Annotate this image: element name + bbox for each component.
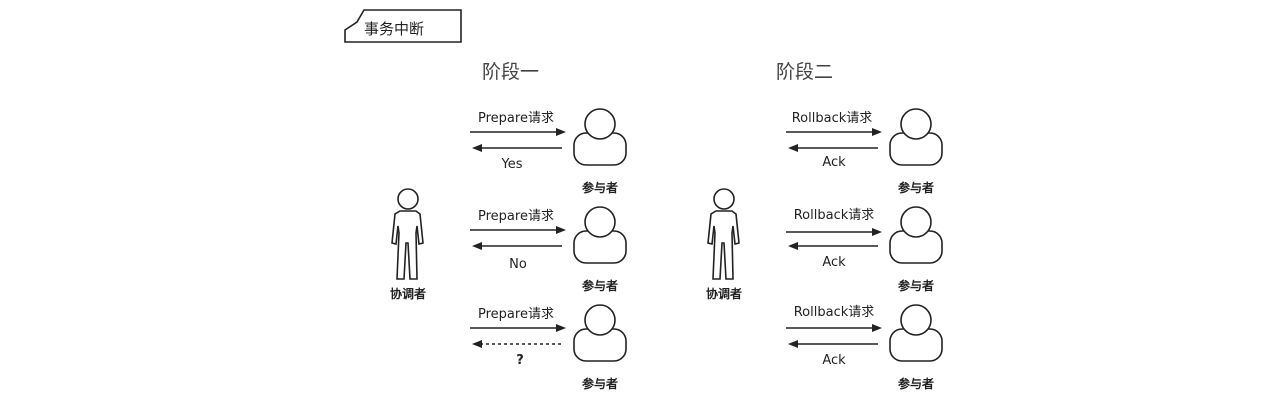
arrow-head-icon xyxy=(472,144,482,152)
response-label: ? xyxy=(516,353,524,368)
arrow-head-icon xyxy=(556,324,566,332)
participant-figure-icon xyxy=(573,108,627,166)
response-label: Ack xyxy=(822,155,846,170)
request-label: Rollback请求 xyxy=(794,208,875,223)
title-tab: 事务中断 xyxy=(344,9,462,43)
coordinator-figure-icon xyxy=(391,188,424,280)
participant-figure-icon xyxy=(573,304,627,362)
phase-two-label: 阶段二 xyxy=(776,61,833,83)
participant-figure-icon xyxy=(889,206,943,264)
coordinator-label: 协调者 xyxy=(706,286,742,301)
response-label: Yes xyxy=(501,157,523,172)
phase-one-coordinator: 协调者 xyxy=(390,188,426,301)
coordinator-label: 协调者 xyxy=(390,286,426,301)
participant-figure-icon xyxy=(889,304,943,362)
arrow-head-icon xyxy=(556,226,566,234)
phase-one-label: 阶段一 xyxy=(482,61,539,83)
response-label: Ack xyxy=(822,255,846,270)
phase-one-exchanges: Prepare请求 Yes 参与者 Prepare请求 No 参与者 Prepa… xyxy=(470,108,627,391)
participant-label: 参与者 xyxy=(898,376,934,391)
request-label: Prepare请求 xyxy=(478,111,554,126)
phase-two-coordinator: 协调者 xyxy=(706,188,742,301)
participant-label: 参与者 xyxy=(582,376,618,391)
response-label: No xyxy=(509,257,527,272)
request-label: Rollback请求 xyxy=(792,111,873,126)
diagram-title: 事务中断 xyxy=(364,20,424,38)
arrow-head-icon xyxy=(788,242,798,250)
request-label: Prepare请求 xyxy=(478,307,554,322)
arrow-head-icon xyxy=(472,340,482,348)
arrow-head-icon xyxy=(472,242,482,250)
arrow-head-icon xyxy=(872,128,882,136)
arrow-head-icon xyxy=(872,228,882,236)
phase-two-exchanges: Rollback请求 Ack 参与者 Rollback请求 Ack 参与者 Ro… xyxy=(786,108,943,391)
participant-label: 参与者 xyxy=(898,180,934,195)
coordinator-figure-icon xyxy=(707,188,740,280)
participant-label: 参与者 xyxy=(898,278,934,293)
arrow-head-icon xyxy=(556,128,566,136)
arrow-head-icon xyxy=(872,324,882,332)
participant-label: 参与者 xyxy=(582,278,618,293)
arrow-head-icon xyxy=(788,340,798,348)
response-label: Ack xyxy=(822,353,846,368)
participant-figure-icon xyxy=(573,206,627,264)
participant-label: 参与者 xyxy=(582,180,618,195)
request-label: Prepare请求 xyxy=(478,209,554,224)
arrow-head-icon xyxy=(788,144,798,152)
participant-figure-icon xyxy=(889,108,943,166)
request-label: Rollback请求 xyxy=(794,305,875,320)
